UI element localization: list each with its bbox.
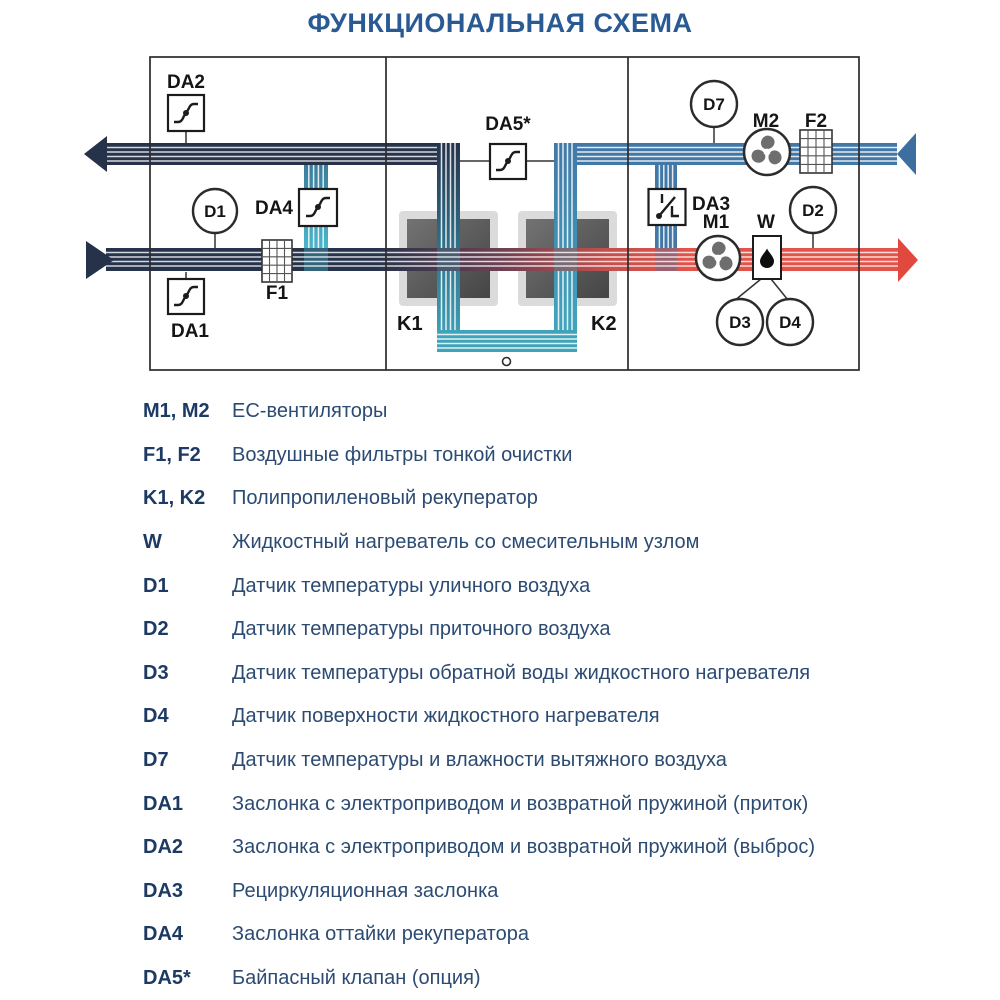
- legend-text: Датчик поверхности жидкостного нагревате…: [232, 705, 660, 728]
- fan-m1-icon: [694, 234, 742, 282]
- legend-text: Датчик температуры уличного воздуха: [232, 574, 591, 597]
- legend-key: D3: [143, 661, 169, 684]
- condensate-drain-port: [501, 356, 512, 367]
- bypass-da5-icon: [488, 142, 528, 181]
- k2-vertical-duct: [554, 143, 577, 352]
- legend-key: W: [143, 531, 162, 554]
- sensor-d7: D7: [689, 79, 739, 129]
- functional-scheme-diagram: D1 D7 D2 D3 D4 DA2 DA1 DA4 F1 DA5* K1 K2…: [84, 56, 918, 371]
- legend-key: D1: [143, 574, 169, 597]
- extract-duct-right: [577, 143, 897, 165]
- sensor-d3: D3: [715, 297, 765, 347]
- legend-row-f: F1, F2 Воздушные фильтры тонкой очистки: [143, 434, 963, 478]
- svg-text:D1: D1: [204, 202, 226, 221]
- label-da3: DA3: [692, 194, 730, 215]
- legend: M1, M2 ЕС-вентиляторы F1, F2 Воздушные ф…: [143, 390, 963, 1000]
- legend-text: Байпасный клапан (опция): [232, 967, 481, 990]
- damper-da2-icon: [166, 93, 206, 133]
- legend-row-d7: D7 Датчик температуры и влажности вытяжн…: [143, 739, 963, 783]
- legend-text: Заслонка с электроприводом и возвратной …: [232, 836, 816, 859]
- label-f2: F2: [805, 111, 827, 132]
- legend-row-m: M1, M2 ЕС-вентиляторы: [143, 390, 963, 434]
- legend-row-d2: D2 Датчик температуры приточного воздуха: [143, 608, 963, 652]
- damper-da4-icon: [297, 187, 339, 228]
- legend-text: Рециркуляционная заслонка: [232, 879, 499, 902]
- extract-in-arrow: [897, 133, 916, 175]
- fan-m2-icon: [742, 127, 792, 177]
- label-da1: DA1: [171, 321, 209, 342]
- svg-text:D7: D7: [703, 95, 725, 114]
- legend-key: F1, F2: [143, 443, 201, 466]
- legend-row-da1: DA1 Заслонка с электроприводом и возврат…: [143, 782, 963, 826]
- legend-text: Датчик температуры обратной воды жидкост…: [232, 661, 811, 684]
- legend-key: DA4: [143, 923, 184, 946]
- label-da5: DA5*: [485, 114, 531, 135]
- legend-text: Воздушные фильтры тонкой очистки: [232, 443, 573, 466]
- legend-row-d1: D1 Датчик температуры уличного воздуха: [143, 564, 963, 608]
- legend-row-k: K1, K2 Полипропиленовый рекуператор: [143, 477, 963, 521]
- droplet-icon: [760, 248, 774, 268]
- svg-text:D2: D2: [802, 201, 824, 220]
- exhaust-duct-left: [106, 143, 437, 165]
- k1-vertical-duct: [437, 143, 460, 352]
- svg-text:D4: D4: [779, 313, 801, 332]
- filter-f1-icon: [261, 239, 293, 283]
- label-w: W: [757, 212, 775, 233]
- legend-row-d3: D3 Датчик температуры обратной воды жидк…: [143, 652, 963, 696]
- legend-row-d4: D4 Датчик поверхности жидкостного нагрев…: [143, 695, 963, 739]
- heater-w-icon: [752, 235, 782, 280]
- label-k1: K1: [397, 313, 423, 335]
- sensor-connector-lines: [185, 127, 814, 302]
- label-m1: M1: [703, 212, 730, 233]
- legend-row-da4: DA4 Заслонка оттайки рекуператора: [143, 913, 963, 957]
- legend-text: ЕС-вентиляторы: [232, 400, 388, 423]
- sensor-d1: D1: [191, 187, 239, 235]
- legend-key: DA5*: [143, 967, 191, 990]
- legend-key: D4: [143, 705, 169, 728]
- legend-key: DA3: [143, 879, 184, 902]
- damper-da3-icon: [647, 187, 687, 227]
- label-da4: DA4: [255, 198, 293, 219]
- label-m2: M2: [753, 111, 779, 132]
- legend-key: K1, K2: [143, 487, 206, 510]
- legend-key: D7: [143, 749, 169, 772]
- legend-text: Заслонка с электроприводом и возвратной …: [232, 792, 809, 815]
- legend-key: DA1: [143, 792, 184, 815]
- legend-text: Полипропиленовый рекуператор: [232, 487, 538, 510]
- legend-key: DA2: [143, 836, 184, 859]
- supply-out-arrow: [898, 238, 918, 282]
- label-k2: K2: [591, 313, 617, 335]
- legend-text: Заслонка оттайки рекуператора: [232, 923, 529, 946]
- unit-casing: [149, 56, 860, 371]
- legend-key: D2: [143, 618, 169, 641]
- filter-f2-icon: [799, 129, 833, 174]
- page-title: ФУНКЦИОНАЛЬНАЯ СХЕМА: [307, 8, 693, 38]
- legend-key: M1, M2: [143, 400, 210, 423]
- legend-text: Датчик температуры и влажности вытяжного…: [232, 749, 727, 772]
- supply-in-arrow: [86, 241, 114, 279]
- damper-da1-icon: [166, 277, 206, 316]
- recuperator-bottom-duct: [437, 330, 577, 352]
- section-dividers: [385, 57, 629, 370]
- legend-row-da5: DA5* Байпасный клапан (опция): [143, 957, 963, 1000]
- sensor-d2: D2: [788, 185, 838, 235]
- svg-text:D3: D3: [729, 313, 751, 332]
- exhaust-out-arrow: [84, 136, 107, 172]
- legend-text: Жидкостный нагреватель со смесительным у…: [232, 531, 700, 554]
- sensor-d4: D4: [765, 297, 815, 347]
- label-da2: DA2: [167, 72, 205, 93]
- legend-row-da3: DA3 Рециркуляционная заслонка: [143, 870, 963, 914]
- legend-text: Датчик температуры приточного воздуха: [232, 618, 611, 641]
- label-f1: F1: [266, 283, 289, 304]
- legend-row-da2: DA2 Заслонка с электроприводом и возврат…: [143, 826, 963, 870]
- legend-row-w: W Жидкостный нагреватель со смесительным…: [143, 521, 963, 565]
